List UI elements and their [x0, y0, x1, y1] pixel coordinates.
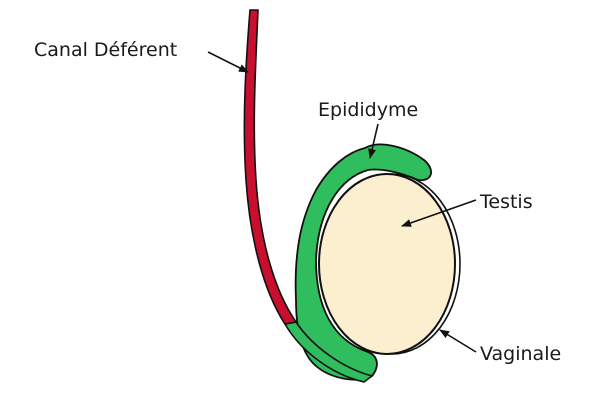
label-testis: Testis [479, 191, 533, 213]
canal-deferent-duct [244, 10, 296, 324]
canal-leader-line [208, 52, 248, 72]
label-canal-deferent: Canal Déférent [34, 39, 177, 61]
label-epididyme: Epididyme [318, 99, 418, 121]
testis-shape [319, 174, 455, 354]
vaginale-leader-line [440, 330, 476, 352]
label-vaginale: Vaginale [480, 343, 561, 365]
